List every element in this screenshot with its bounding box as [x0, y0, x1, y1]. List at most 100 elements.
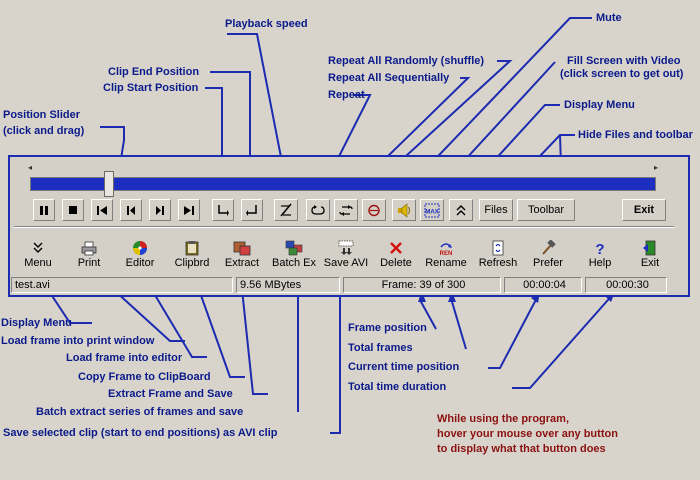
- menu-tool[interactable]: Menu: [14, 238, 62, 272]
- color-wheel-icon: [133, 241, 147, 255]
- exit-door-icon: [643, 240, 656, 256]
- callout-save-clip: Save selected clip (start to end positio…: [3, 427, 278, 439]
- callout-repeat-shuffle: Repeat All Randomly (shuffle): [328, 55, 485, 67]
- callout-copy-clipboard: Copy Frame to ClipBoard: [78, 371, 211, 383]
- clipbrd-tool[interactable]: Clipbrd: [168, 238, 216, 272]
- callout-mute: Mute: [596, 12, 622, 24]
- svg-text:MAX: MAX: [425, 210, 438, 216]
- pause-icon: [40, 206, 48, 215]
- rename-icon: REN: [440, 243, 453, 256]
- extract-frame-icon: [233, 241, 251, 256]
- help-tool[interactable]: ? Help: [576, 238, 624, 272]
- print-tool[interactable]: Print: [65, 238, 113, 272]
- stop-icon: [69, 206, 77, 214]
- toolbar-separator: [14, 226, 674, 228]
- callout-load-print: Load frame into print window: [1, 335, 155, 347]
- editor-tool[interactable]: Editor: [116, 238, 164, 272]
- slider-left-arrow-icon: ◂: [28, 163, 33, 172]
- position-slider[interactable]: ◂ ▸: [20, 163, 664, 197]
- extract-tool-label: Extract: [224, 257, 260, 269]
- callout-frame-position: Frame position: [348, 322, 427, 334]
- callout-display-menu-bottom: Display Menu: [1, 317, 72, 329]
- rename-tool[interactable]: REN Rename: [422, 238, 470, 272]
- clip-start-icon: [218, 205, 229, 216]
- print-tool-label: Print: [77, 257, 101, 269]
- callout-playback-speed: Playback speed: [225, 18, 308, 30]
- delete-x-icon: [390, 242, 402, 254]
- skip-last-button[interactable]: [178, 199, 200, 221]
- toolbar-button[interactable]: Toolbar: [517, 199, 575, 221]
- help-tool-label: Help: [588, 257, 612, 269]
- delete-tool[interactable]: Delete: [372, 238, 420, 272]
- save-avi-tool[interactable]: Save AVI: [322, 238, 370, 272]
- callout-fill-screen: Fill Screen with Video: [567, 55, 681, 67]
- display-menu-button[interactable]: [449, 199, 473, 221]
- callout-extract-save: Extract Frame and Save: [108, 388, 233, 400]
- step-back-icon: [127, 206, 135, 215]
- exit-tool-label: Exit: [640, 257, 660, 269]
- pause-button[interactable]: [33, 199, 55, 221]
- repeat-button[interactable]: [306, 199, 330, 221]
- double-chevron-down-icon: [33, 242, 43, 253]
- callout-repeat-all: Repeat All Sequentially: [328, 72, 450, 84]
- repeat-all-button[interactable]: [334, 199, 358, 221]
- svg-text:?: ?: [595, 241, 604, 256]
- clip-start-button[interactable]: [212, 199, 234, 221]
- slider-track[interactable]: [30, 177, 656, 191]
- clip-end-icon: [246, 205, 257, 216]
- batch-ex-tool[interactable]: Batch Ex: [270, 238, 318, 272]
- exit-button[interactable]: Exit: [622, 199, 666, 221]
- svg-text:REN: REN: [440, 251, 453, 256]
- batch-ex-tool-label: Batch Ex: [271, 257, 317, 269]
- callout-position-slider-hint: (click and drag): [3, 125, 85, 137]
- prefer-tool-label: Prefer: [533, 257, 563, 269]
- status-total-time: 00:00:30: [585, 277, 667, 293]
- callout-clip-end: Clip End Position: [108, 66, 200, 78]
- extract-tool[interactable]: Extract: [218, 238, 266, 272]
- help-question-icon: ?: [595, 241, 604, 256]
- status-frame: Frame: 39 of 300: [343, 277, 501, 293]
- status-current-time: 00:00:04: [504, 277, 582, 293]
- skip-last-icon: [184, 206, 194, 215]
- callout-position-slider: Position Slider: [3, 109, 81, 121]
- callout-total-duration: Total time duration: [348, 381, 447, 393]
- slider-right-arrow-icon: ▸: [653, 163, 658, 172]
- stop-button[interactable]: [62, 199, 84, 221]
- double-chevron-up-icon: [456, 205, 466, 216]
- repeat-all-icon: [339, 205, 353, 216]
- repeat-shuffle-icon: [368, 204, 380, 217]
- callout-display-menu-top: Display Menu: [564, 99, 635, 111]
- refresh-icon: [492, 240, 504, 256]
- skip-first-icon: [97, 206, 107, 215]
- refresh-tool[interactable]: Refresh: [474, 238, 522, 272]
- repeat-shuffle-button[interactable]: [362, 199, 386, 221]
- callout-batch-extract: Batch extract series of frames and save: [36, 406, 244, 418]
- step-back-button[interactable]: [120, 199, 142, 221]
- files-button[interactable]: Files: [479, 199, 513, 221]
- editor-tool-label: Editor: [125, 257, 155, 269]
- slider-thumb[interactable]: [104, 171, 114, 197]
- playback-speed-icon: [280, 203, 292, 217]
- callout-hide-files: Hide Files and toolbar: [578, 129, 693, 141]
- speaker-icon: [398, 203, 410, 218]
- skip-first-button[interactable]: [91, 199, 113, 221]
- hover-tip-line-1: While using the program,: [437, 413, 570, 425]
- step-forward-button[interactable]: [149, 199, 171, 221]
- printer-icon: [81, 241, 97, 256]
- status-filename: test.avi: [11, 277, 233, 293]
- refresh-tool-label: Refresh: [478, 257, 518, 269]
- callout-clip-start: Clip Start Position: [103, 82, 199, 94]
- prefer-tool[interactable]: Prefer: [524, 238, 572, 272]
- callout-repeat: Repeat: [328, 89, 365, 101]
- callout-current-time: Current time position: [348, 361, 460, 373]
- callout-fill-screen-hint: (click screen to get out): [560, 68, 684, 80]
- fill-screen-button[interactable]: MAX: [420, 199, 444, 221]
- callout-total-frames: Total frames: [348, 342, 413, 354]
- mute-button[interactable]: [392, 199, 416, 221]
- clip-end-button[interactable]: [241, 199, 263, 221]
- menu-tool-label: Menu: [24, 257, 52, 269]
- film-save-icon: [338, 240, 354, 255]
- exit-tool[interactable]: Exit: [626, 238, 674, 272]
- repeat-icon: [311, 205, 325, 215]
- playback-speed-button[interactable]: [274, 199, 298, 221]
